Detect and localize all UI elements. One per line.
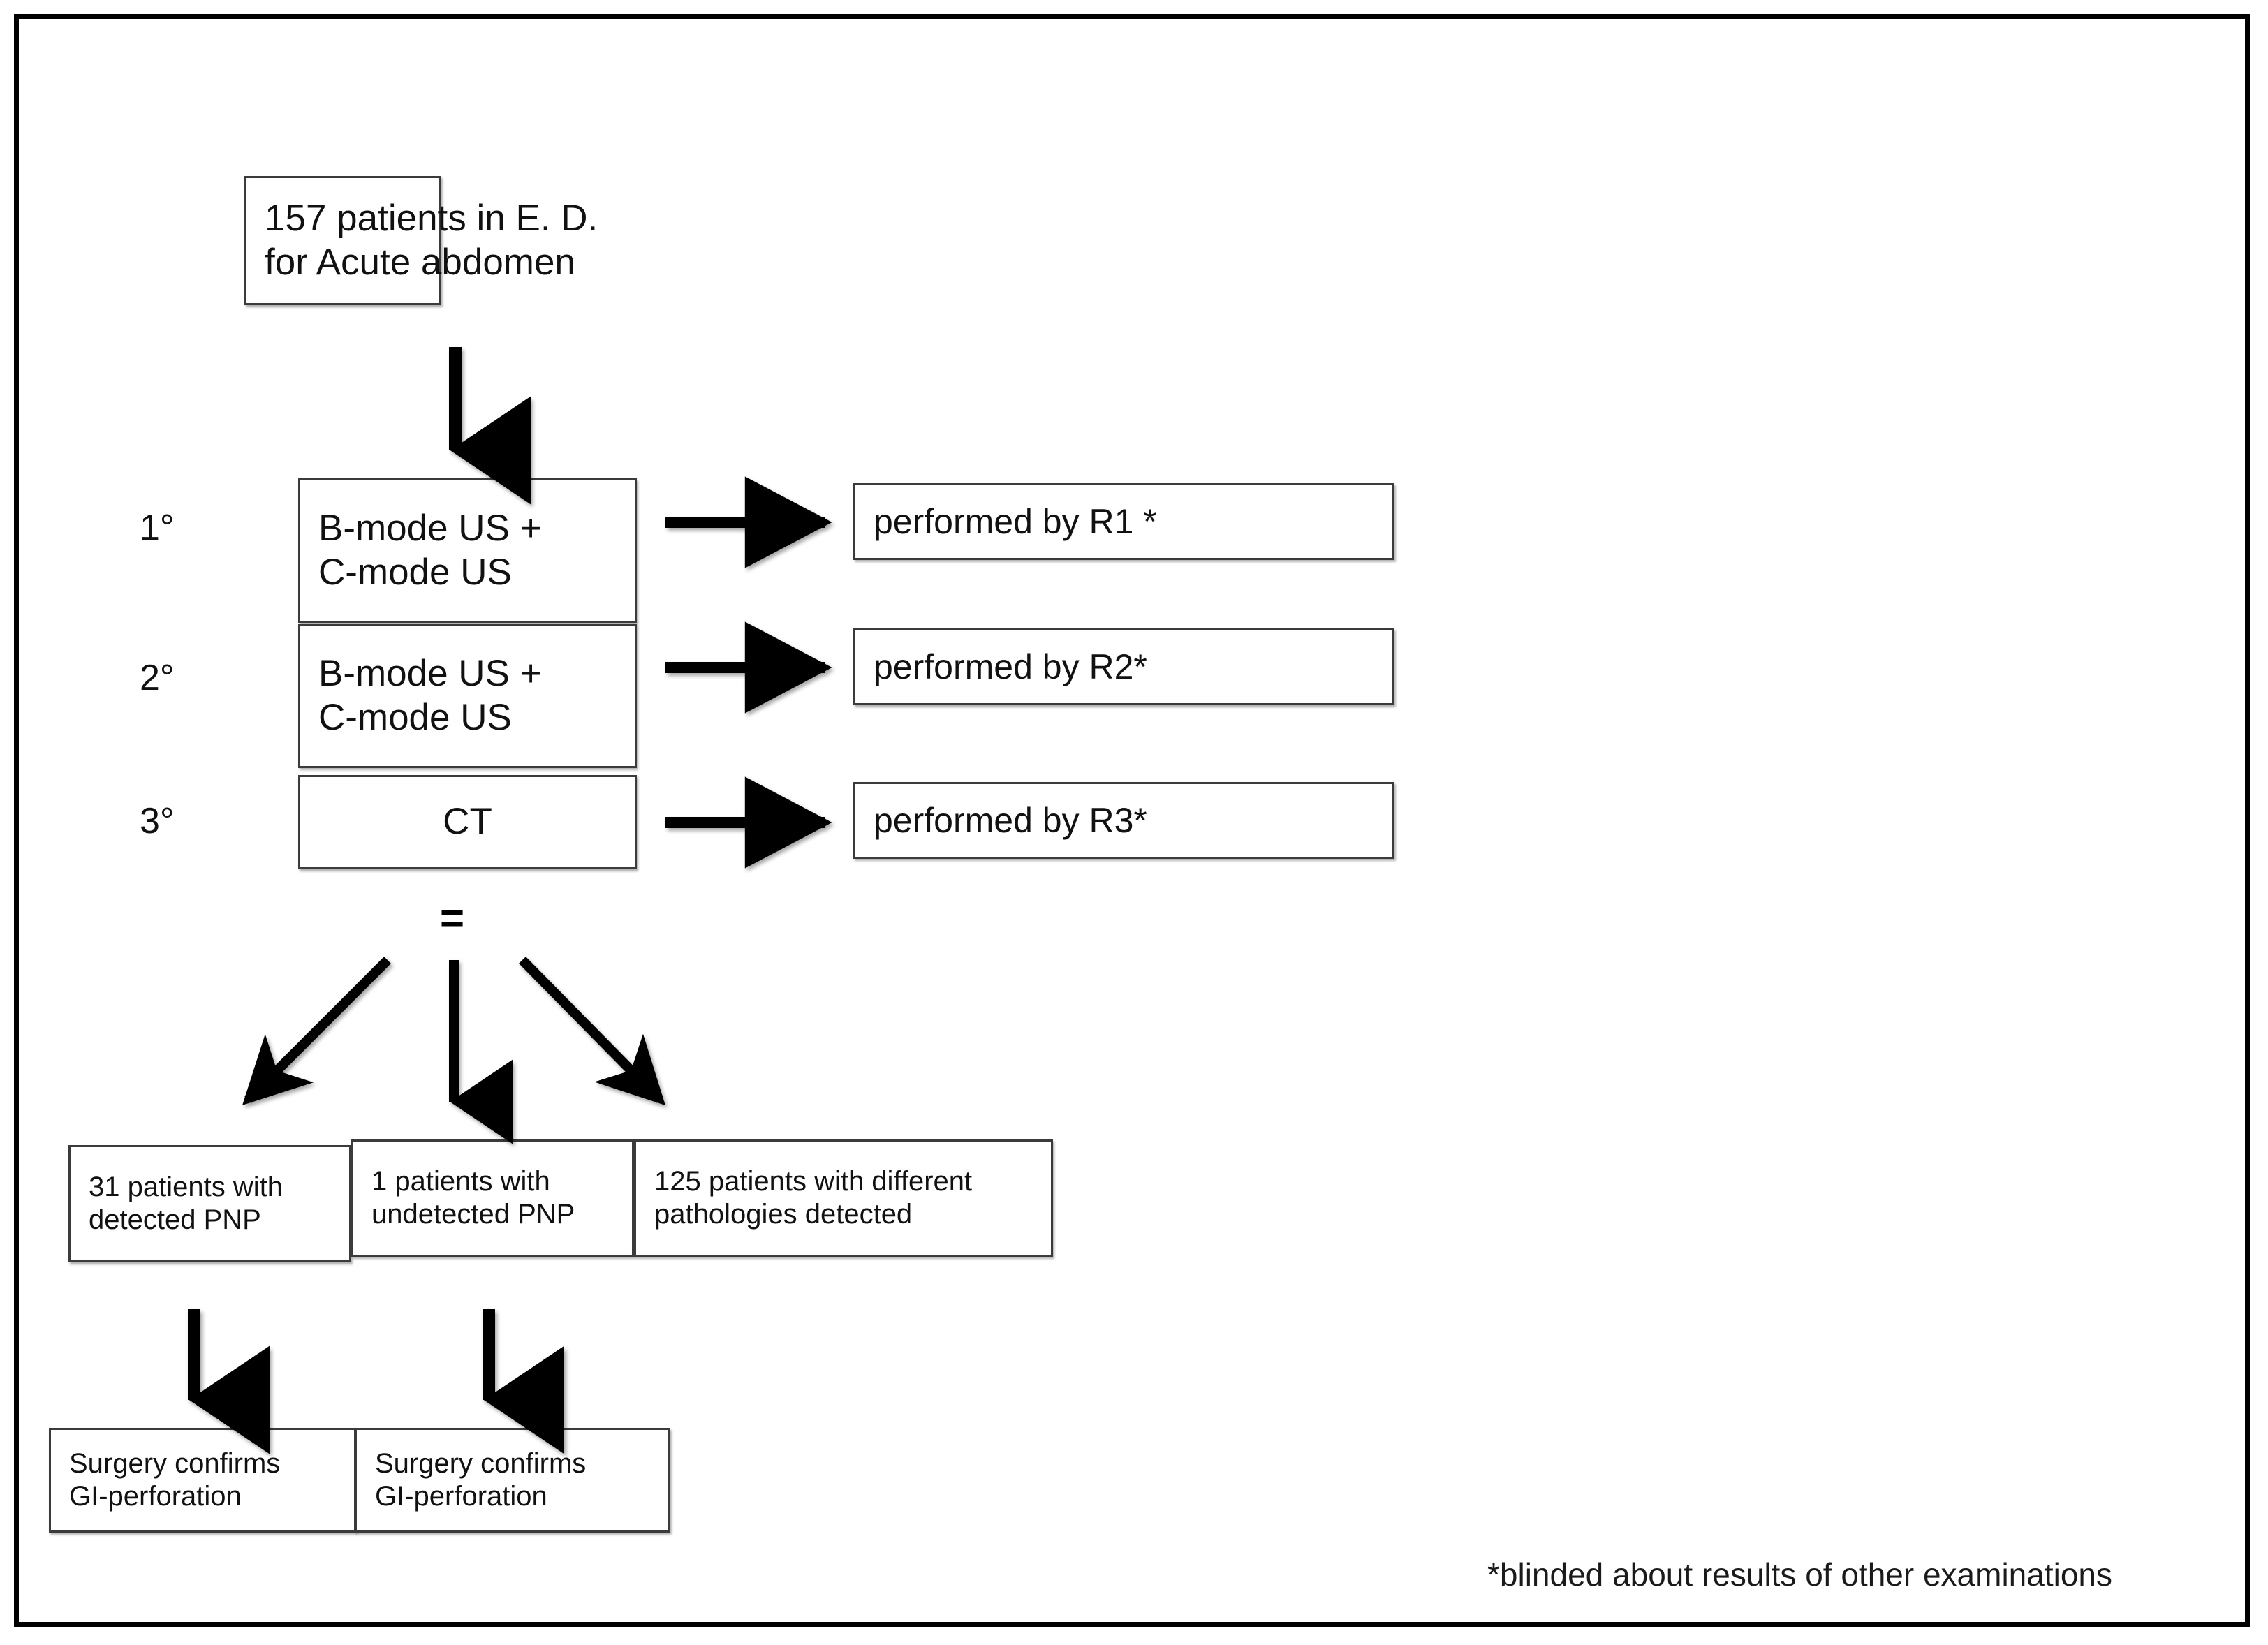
outcome-box-other-pathologies: 125 patients with different pathologies … (634, 1139, 1053, 1257)
enrollment-line-1: 157 patients in E. D. (265, 197, 598, 239)
surgery-1-line-2: GI-perforation (69, 1481, 242, 1512)
exam-box-1: B-mode US + C-mode US (298, 478, 637, 623)
exam-2-line-2: C-mode US (318, 696, 512, 738)
reader-3-label: performed by R3* (874, 800, 1147, 840)
reader-box-1: performed by R1 * (853, 483, 1394, 560)
surgery-box-2: Surgery confirms GI-perforation (355, 1428, 670, 1533)
enrollment-line-2: for Acute abdomen (265, 241, 575, 283)
exam-3-line-1: CT (443, 801, 492, 843)
exam-1-line-2: C-mode US (318, 551, 512, 593)
outcome-1-line-1: 31 patients with (89, 1171, 283, 1202)
reader-1-label: performed by R1 * (874, 501, 1157, 541)
exam-1-line-1: B-mode US + (318, 507, 542, 549)
outcome-box-detected-pnp: 31 patients with detected PNP (68, 1145, 351, 1262)
level-label-1: 1° (140, 508, 175, 548)
exam-box-3: CT (298, 775, 637, 869)
footnote-blinding: *blinded about results of other examinat… (1487, 1556, 2113, 1593)
exam-box-2: B-mode US + C-mode US (298, 624, 637, 768)
outcome-1-line-2: detected PNP (89, 1204, 261, 1235)
outcome-2-line-2: undetected PNP (371, 1199, 575, 1230)
outcome-box-undetected-pnp: 1 patients with undetected PNP (351, 1139, 634, 1257)
equals-sign: = (440, 894, 465, 941)
outcome-3-line-1: 125 patients with different (654, 1165, 973, 1197)
reader-box-3: performed by R3* (853, 782, 1394, 859)
surgery-1-line-1: Surgery confirms (69, 1447, 281, 1479)
level-label-3: 3° (140, 801, 175, 841)
surgery-2-line-1: Surgery confirms (375, 1447, 587, 1479)
surgery-box-1: Surgery confirms GI-perforation (49, 1428, 356, 1533)
outcome-3-line-2: pathologies detected (654, 1199, 913, 1230)
reader-2-label: performed by R2* (874, 647, 1147, 686)
exam-2-line-1: B-mode US + (318, 652, 542, 694)
reader-box-2: performed by R2* (853, 628, 1394, 705)
outcome-2-line-1: 1 patients with (371, 1165, 550, 1197)
surgery-2-line-2: GI-perforation (375, 1481, 547, 1512)
level-label-2: 2° (140, 658, 175, 698)
enrollment-box: 157 patients in E. D. for Acute abdomen (244, 176, 598, 305)
